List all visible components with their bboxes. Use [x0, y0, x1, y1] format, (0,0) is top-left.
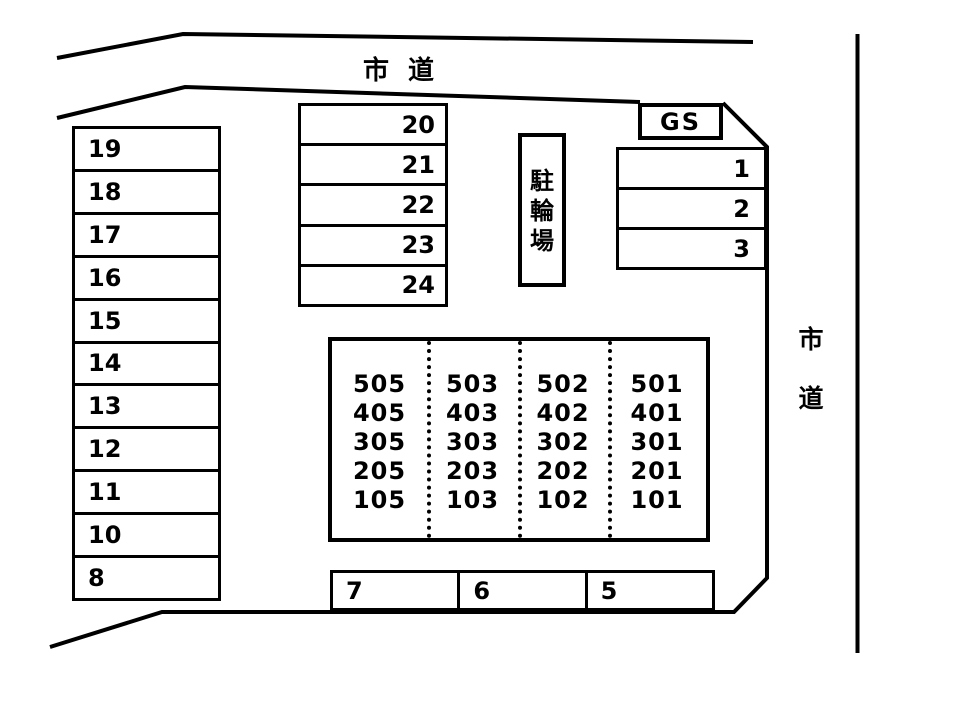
- room-column-3: 503 403 303 203 103: [427, 341, 518, 538]
- room-column-divider: [518, 341, 522, 538]
- parking-space-2: 2: [619, 190, 764, 230]
- parking-space-21: 21: [301, 146, 445, 187]
- parking-space-20: 20: [301, 106, 445, 147]
- room-numbers-x01: 501 401 301 201 101: [630, 370, 684, 514]
- right-road-label: 市道: [798, 325, 824, 413]
- bicycle-parking-label: 駐輪場: [530, 167, 554, 255]
- bicycle-parking-box: 駐輪場: [518, 133, 566, 287]
- parking-space-10: 10: [75, 515, 218, 559]
- parking-space-18: 18: [75, 172, 218, 215]
- top-road-outer-line: [56, 31, 754, 60]
- parking-space-13: 13: [75, 386, 218, 430]
- gas-station-label: GS: [660, 107, 701, 136]
- parking-space-23: 23: [301, 227, 445, 267]
- parking-space-16: 16: [75, 258, 218, 301]
- parking-space-5: 5: [600, 576, 618, 605]
- parking-space-24: 24: [401, 271, 435, 300]
- parking-space-17: 17: [75, 215, 218, 258]
- room-numbers-x02: 502 402 302 202 102: [536, 370, 590, 514]
- parking-space-1: 1: [619, 150, 764, 190]
- parking-right-column: 1 2 3: [616, 147, 767, 270]
- parking-space-11: 11: [75, 472, 218, 516]
- top-road-inner-line: [56, 84, 641, 120]
- parking-space-7: 7: [333, 573, 461, 608]
- parking-space-22: 22: [301, 186, 445, 227]
- parking-middle-column: 20 21 22 23 24: [298, 103, 448, 307]
- room-column-1: 501 401 301 201 101: [608, 341, 706, 538]
- building-outline: 505 405 305 205 105 503 403 303 203 103 …: [328, 337, 710, 542]
- room-column-divider: [608, 341, 612, 538]
- parking-space-19: 19: [75, 129, 218, 172]
- room-column-divider: [427, 341, 431, 538]
- parking-left-column: 19 18 17 16 15 14 13 12 11 10 8: [72, 126, 221, 601]
- parking-space-3: 3: [733, 234, 750, 263]
- site-boundary-line: [49, 101, 769, 649]
- room-column-2: 502 402 302 202 102: [518, 341, 608, 538]
- room-numbers-x05: 505 405 305 205 105: [352, 370, 407, 514]
- room-column-5: 505 405 305 205 105: [332, 341, 427, 538]
- room-numbers-x03: 503 403 303 203 103: [445, 370, 500, 514]
- parking-space-12: 12: [75, 429, 218, 473]
- parking-space-6: 6: [460, 573, 588, 608]
- parking-space-15: 15: [75, 301, 218, 344]
- parking-bottom-row: 7 6 5: [330, 570, 715, 611]
- gas-station-box: GS: [638, 103, 723, 140]
- top-road-label: 市 道: [363, 56, 435, 86]
- parking-space-8: 8: [88, 564, 105, 593]
- parking-space-14: 14: [75, 344, 218, 387]
